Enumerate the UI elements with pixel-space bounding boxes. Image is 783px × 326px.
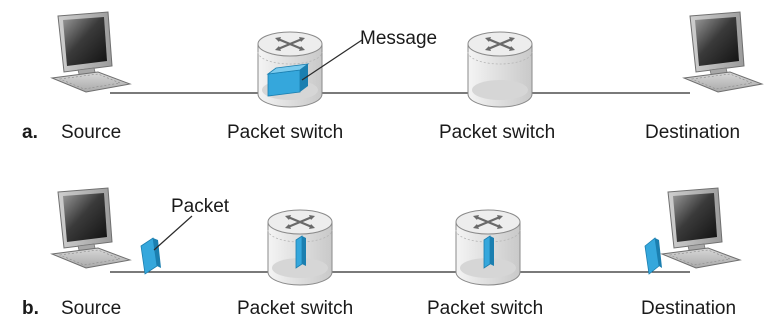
packet-in-switch-2-b <box>483 235 494 269</box>
panel-a-label: a. <box>22 122 38 143</box>
source-computer-a <box>51 11 131 93</box>
packet-switch-2-label-a: Packet switch <box>439 122 556 143</box>
packet-at-source <box>140 237 161 275</box>
source-computer-b <box>51 187 131 269</box>
source-label-b: Source <box>61 298 122 319</box>
message-block <box>266 63 310 97</box>
destination-label-b: Destination <box>641 298 737 319</box>
packet-switch-2-b <box>454 208 522 287</box>
destination-label-a: Destination <box>645 122 741 143</box>
packet-switch-1-label-b: Packet switch <box>237 298 354 319</box>
packet-at-destination <box>644 237 662 275</box>
message-callout-line <box>301 39 363 81</box>
packet-callout-line <box>153 215 193 251</box>
packet-switch-2-label-b: Packet switch <box>427 298 544 319</box>
source-label-a: Source <box>61 122 122 143</box>
destination-computer-a <box>683 11 763 93</box>
packet-switch-1-b <box>266 208 334 287</box>
panel-b-label: b. <box>22 298 39 319</box>
packet-in-switch-1-b <box>295 235 306 269</box>
packet-callout-label: Packet <box>171 196 230 217</box>
message-callout-label: Message <box>360 28 438 49</box>
packet-switch-2-a <box>466 30 534 109</box>
packet-switch-1-label-a: Packet switch <box>227 122 344 143</box>
destination-computer-b <box>661 187 741 269</box>
